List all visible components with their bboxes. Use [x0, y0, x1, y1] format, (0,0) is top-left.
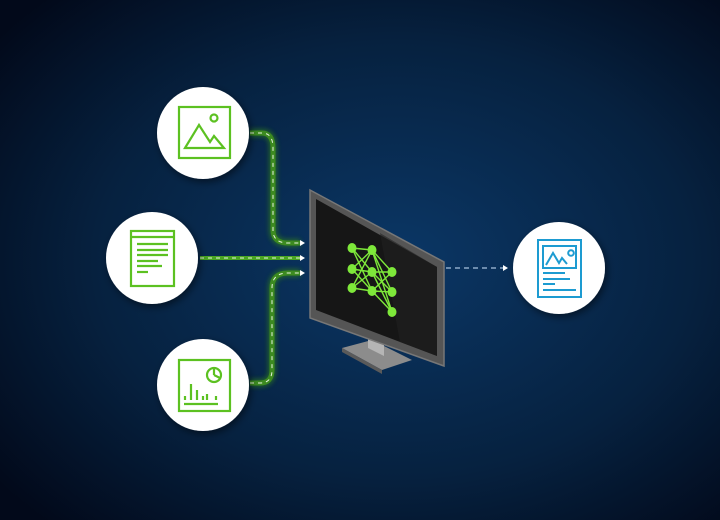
- document-with-image-icon: [537, 239, 582, 298]
- network-node: [387, 267, 397, 277]
- network-node: [367, 245, 377, 255]
- network-node: [367, 267, 377, 277]
- neural-network-icon: [347, 243, 397, 317]
- monitor-stand-base: [342, 340, 412, 370]
- network-node: [347, 243, 357, 253]
- input-document: [106, 212, 198, 304]
- network-node: [387, 307, 397, 317]
- output-flow-line: [446, 265, 508, 271]
- network-node: [347, 283, 357, 293]
- monitor: [309, 188, 445, 374]
- flow-line-document: [200, 254, 305, 262]
- input-chart: [157, 339, 249, 431]
- network-edge: [371, 249, 393, 273]
- network-edge: [371, 290, 393, 313]
- arrow-icon: [300, 270, 305, 276]
- network-node: [347, 264, 357, 274]
- flow-line-image: [250, 129, 305, 247]
- arrow-icon: [300, 240, 305, 246]
- network-edge: [351, 249, 373, 289]
- image-icon: [177, 105, 232, 160]
- flow-line-chart: [250, 269, 305, 387]
- network-node: [387, 287, 397, 297]
- network-node: [367, 286, 377, 296]
- chart-icon: [177, 358, 232, 413]
- arrow-icon: [300, 255, 305, 261]
- arrow-icon: [503, 265, 508, 271]
- text-document-icon: [129, 229, 176, 288]
- input-flow-lines: [200, 129, 305, 387]
- network-edge: [371, 249, 393, 293]
